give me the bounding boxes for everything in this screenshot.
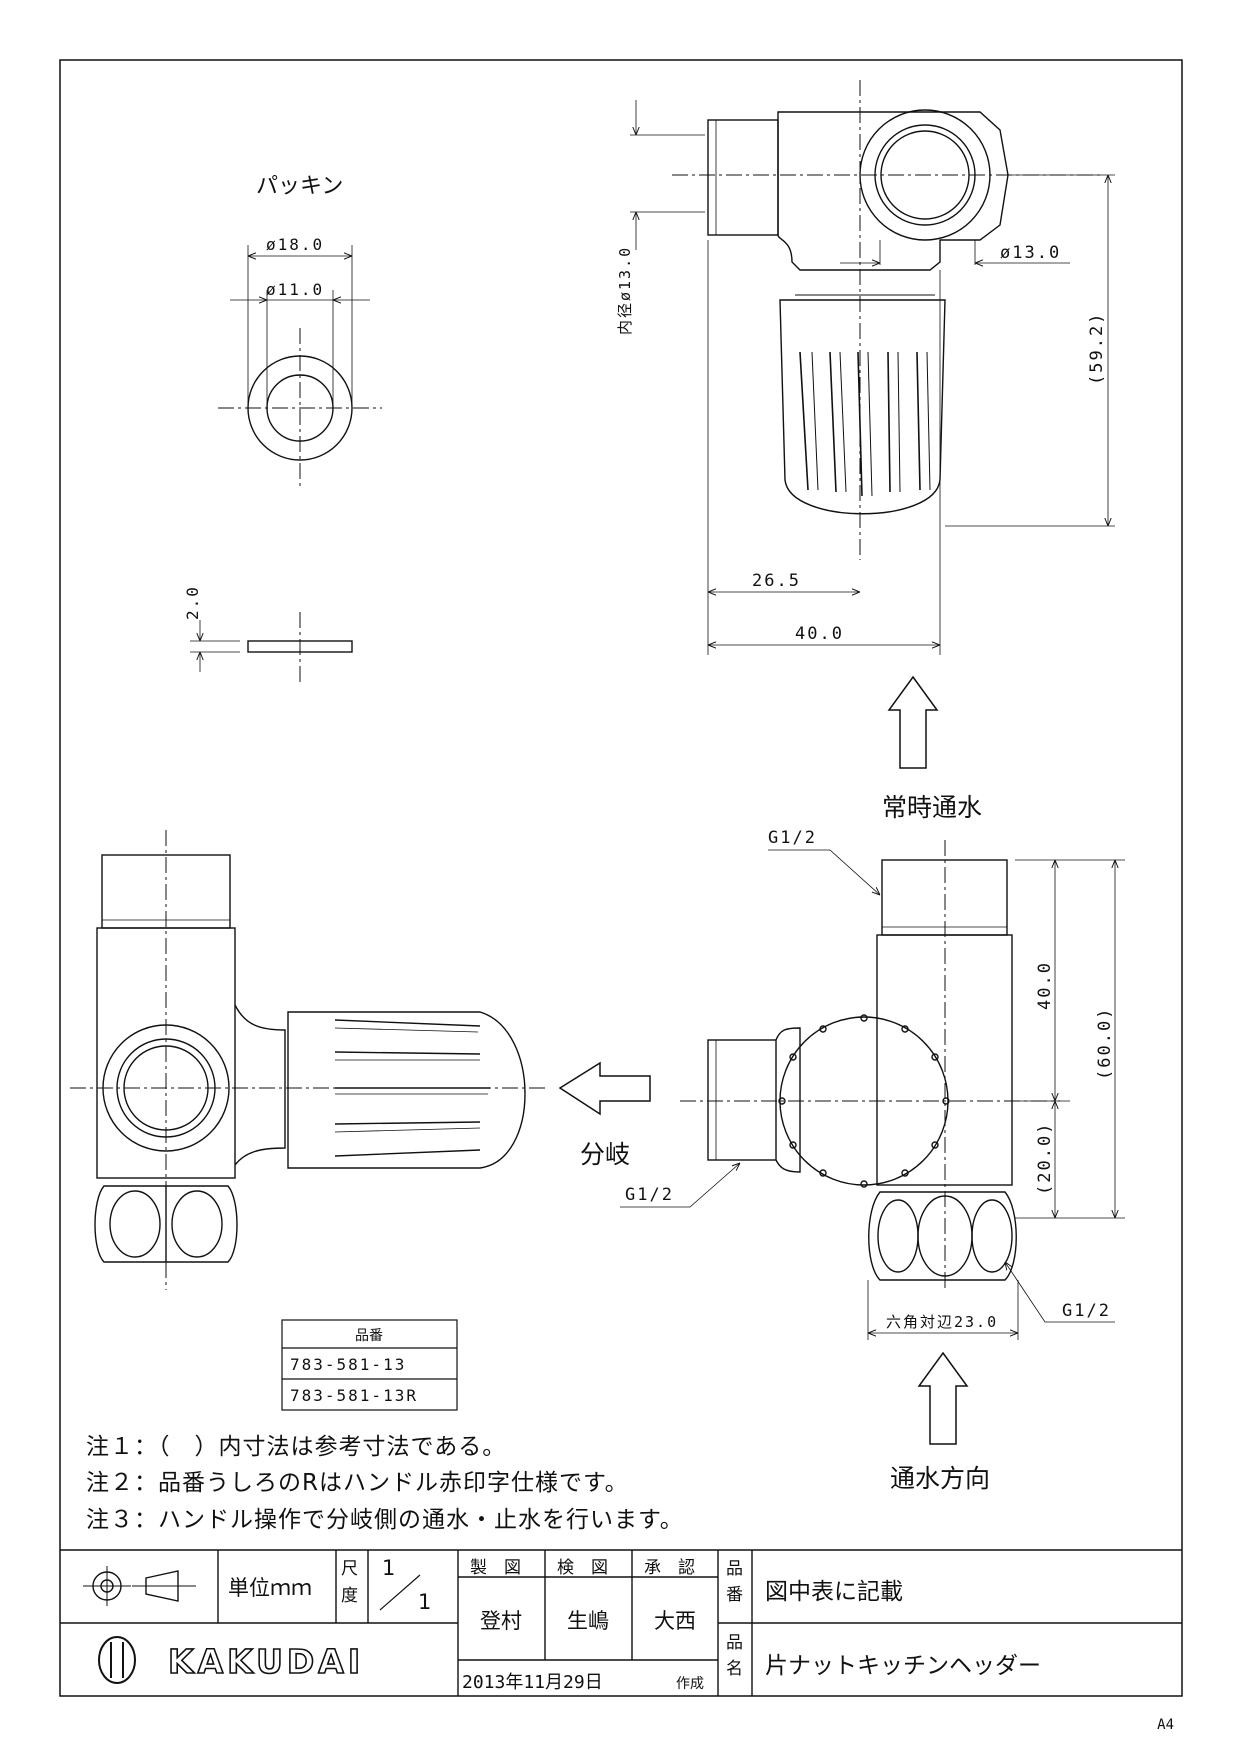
checked-label: 検 図: [557, 1558, 608, 1578]
top-width-a-dim: 26.5: [752, 571, 801, 591]
packing-inner-dim: ø11.0: [266, 280, 324, 299]
product-name-value: 片ナットキッチンヘッダー: [765, 1653, 1041, 1679]
sheet-size-label: A4: [1157, 1717, 1174, 1733]
part-table-row-1: 783-581-13: [290, 1355, 406, 1374]
thread-left-label: G1/2: [625, 1185, 674, 1205]
top-height-dim: (59.2): [1087, 312, 1107, 385]
dim-40: 40.0: [1035, 961, 1055, 1010]
approved-label: 承 認: [644, 1558, 695, 1578]
packing-thickness-dim: 2.0: [183, 585, 202, 620]
unit-label: 単位ｍｍ: [228, 1576, 312, 1600]
title-block: [60, 1549, 1182, 1696]
top-inner-dia-dim: 内径ø13.0: [616, 246, 634, 335]
drawn-by: 登村: [480, 1609, 522, 1633]
packing-label: パッキン: [256, 174, 343, 199]
product-name-label: 品名: [726, 1633, 743, 1679]
flow-always-label: 常時通水: [882, 793, 982, 822]
top-view: [630, 80, 1115, 655]
thread-bottom-label: G1/2: [1062, 1301, 1111, 1321]
dim-60: (60.0): [1095, 1007, 1115, 1080]
top-width-b-dim: 40.0: [795, 624, 844, 644]
flow-direction-label: 通水方向: [890, 1464, 990, 1493]
kakudai-logo-mark: [98, 1636, 136, 1684]
created-label: 作成: [676, 1676, 704, 1692]
packing-outer-dim: ø18.0: [266, 235, 324, 254]
drawn-label: 製 図: [470, 1558, 521, 1578]
branch-arrow: [558, 1061, 651, 1116]
part-table-header: 品番: [355, 1328, 383, 1344]
dim-20: (20.0): [1035, 1122, 1055, 1195]
packing-view: [190, 245, 382, 685]
part-number-table: [281, 1319, 458, 1411]
note-3: 注３：ハンドル操作で分岐側の通水・止水を行います。: [86, 1507, 684, 1533]
thread-top-label: G1/2: [768, 828, 817, 848]
hex-dim: 六角対辺23.0: [886, 1313, 998, 1331]
scale-label: 尺度: [341, 1559, 358, 1606]
drawing-frame: [59, 59, 1183, 1697]
part-table-row-2: 783-581-13R: [290, 1386, 418, 1405]
front-view: [620, 840, 1125, 1340]
branch-label: 分岐: [580, 1140, 630, 1169]
note-2: 注２：品番うしろのRはハンドル赤印字仕様です。: [86, 1470, 629, 1496]
scale-numerator: 1: [382, 1556, 396, 1580]
flow-always-arrow: [887, 675, 939, 769]
checked-by: 生嶋: [567, 1609, 609, 1633]
scale-denominator: 1: [418, 1590, 432, 1614]
note-1: 注１：（ ）内寸法は参考寸法である。: [86, 1434, 507, 1460]
part-no-label: 品番: [726, 1559, 743, 1605]
kakudai-wordmark: KAKUDAI: [168, 1642, 364, 1681]
top-port-dia-dim: ø13.0: [1000, 243, 1061, 263]
part-no-value: 図中表に記載: [765, 1579, 903, 1605]
approved-by: 大西: [654, 1609, 696, 1633]
side-view: [70, 830, 548, 1290]
drawing-date: 2013年11月29日: [462, 1672, 603, 1693]
flow-direction-arrow: [917, 1351, 969, 1445]
